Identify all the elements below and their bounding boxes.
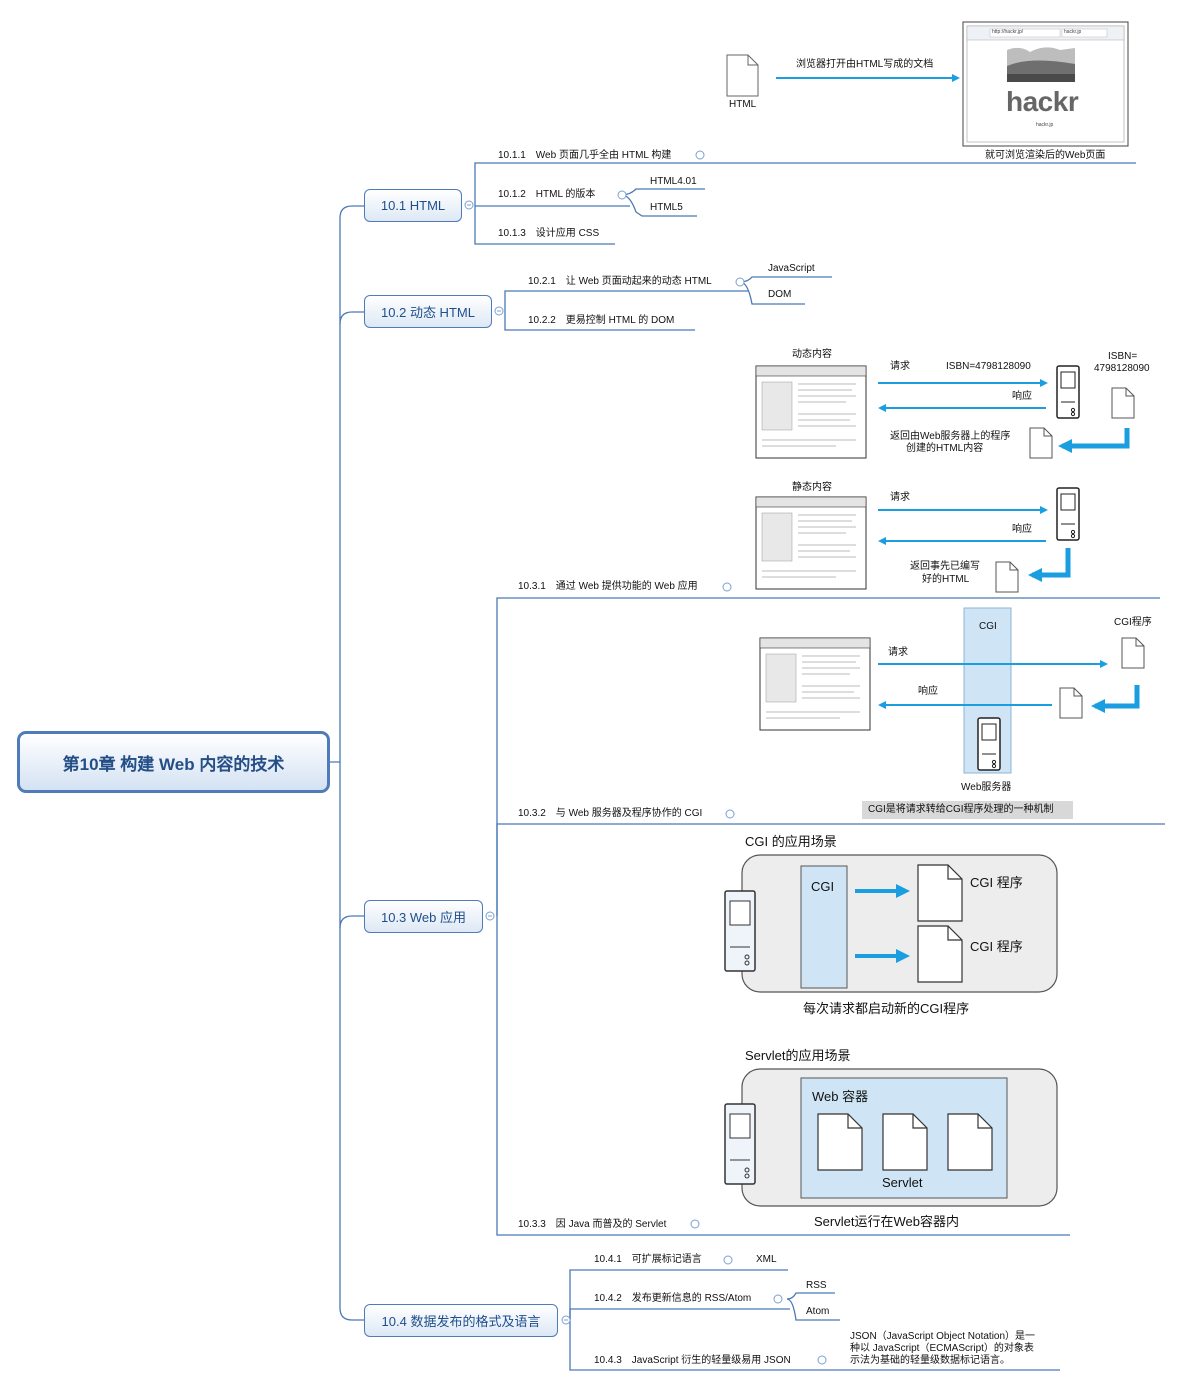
servlet-scene-title: Servlet的应用场景	[745, 1048, 851, 1063]
cgi-caption: CGI是将请求转给CGI程序处理的一种机制	[868, 804, 1054, 815]
leaf-javascript[interactable]: JavaScript	[768, 263, 815, 274]
static-note-line-2: 好的HTML	[922, 574, 970, 585]
html-doc-label: HTML	[729, 99, 757, 110]
section-10-1[interactable]: 10.1 HTML	[364, 189, 462, 222]
static-content-title: 静态内容	[792, 482, 832, 493]
leaf-dom[interactable]: DOM	[768, 289, 792, 300]
leaf-rss[interactable]: RSS	[806, 1280, 827, 1291]
subtopic-10-3-1[interactable]: 10.3.1 通过 Web 提供功能的 Web 应用	[518, 581, 698, 592]
dynamic-content-title: 动态内容	[792, 349, 832, 360]
leaf-atom[interactable]: Atom	[806, 1306, 830, 1317]
open-html-label: 浏览器打开由HTML写成的文档	[796, 59, 934, 70]
static-note-line-1: 返回事先已编写	[910, 561, 980, 572]
subtopic-10-4-1[interactable]: 10.4.1 可扩展标记语言	[594, 1254, 702, 1265]
static-response-label: 响应	[1012, 524, 1032, 535]
servlet-label: Servlet	[882, 1175, 923, 1190]
isbn-doc-line-2: 4798128090	[1094, 363, 1150, 374]
static-request-label: 请求	[890, 492, 910, 503]
leaf-html401[interactable]: HTML4.01	[650, 176, 697, 187]
hackr-site: hackr.jp	[1036, 122, 1054, 128]
subtopic-10-4-2[interactable]: 10.4.2 发布更新信息的 RSS/Atom	[594, 1293, 752, 1304]
subtopic-10-1-1[interactable]: 10.1.1 Web 页面几乎全由 HTML 构建	[498, 150, 672, 161]
root-topic[interactable]: 第10章 构建 Web 内容的技术	[17, 731, 330, 793]
section-10-2[interactable]: 10.2 动态 HTML	[364, 295, 492, 328]
leaf-html5[interactable]: HTML5	[650, 202, 683, 213]
section-10-4[interactable]: 10.4 数据发布的格式及语言	[364, 1304, 558, 1337]
cgi-response-label: 响应	[918, 686, 938, 697]
dynamic-response-label: 响应	[1012, 391, 1032, 402]
cgi-program-label: CGI程序	[1114, 617, 1152, 628]
browser-tab: hackr.jp	[1064, 29, 1082, 35]
cgi-scene-caption: 每次请求都启动新的CGI程序	[803, 1001, 970, 1016]
json-note-line-3: 示法为基础的轻量级数据标记语言。	[850, 1355, 1010, 1366]
subtopic-10-3-2[interactable]: 10.3.2 与 Web 服务器及程序协作的 CGI	[518, 808, 703, 819]
rendered-page-caption: 就可浏览渲染后的Web页面	[985, 150, 1106, 161]
dynamic-note-line-2: 创建的HTML内容	[906, 443, 984, 454]
html-document-icon	[726, 54, 759, 97]
web-server-label: Web服务器	[961, 782, 1012, 793]
subtopic-10-2-1[interactable]: 10.2.1 让 Web 页面动起来的动态 HTML	[528, 276, 712, 287]
browser-url: http://hackr.jp/	[992, 29, 1024, 35]
section-10-3[interactable]: 10.3 Web 应用	[364, 900, 483, 933]
dynamic-request-label: 请求	[890, 361, 910, 372]
hackr-logo: hackr	[1006, 86, 1079, 117]
cgi-scene-program-1: CGI 程序	[970, 875, 1023, 890]
cgi-scene-cgi-label: CGI	[811, 879, 835, 894]
cgi-scene-title: CGI 的应用场景	[745, 834, 837, 849]
servlet-scene-caption: Servlet运行在Web容器内	[814, 1214, 959, 1229]
json-note-line-2: 种以 JavaScript（ECMAScript）的对象表	[850, 1343, 1034, 1354]
isbn-query: ISBN=4798128090	[946, 361, 1031, 372]
json-note-line-1: JSON（JavaScript Object Notation）是一	[850, 1331, 1036, 1342]
leaf-xml[interactable]: XML	[756, 1254, 777, 1265]
browser-window	[962, 21, 1129, 147]
subtopic-10-2-2[interactable]: 10.2.2 更易控制 HTML 的 DOM	[528, 315, 675, 326]
cgi-layer-label: CGI	[979, 621, 997, 632]
cgi-scene-program-2: CGI 程序	[970, 939, 1023, 954]
web-container-label: Web 容器	[812, 1089, 869, 1104]
dynamic-note-line-1: 返回由Web服务器上的程序	[890, 431, 1011, 442]
subtopic-10-1-2[interactable]: 10.1.2 HTML 的版本	[498, 189, 596, 200]
subtopic-10-4-3[interactable]: 10.4.3 JavaScript 衍生的轻量级易用 JSON	[594, 1355, 791, 1366]
isbn-doc-line-1: ISBN=	[1108, 351, 1138, 362]
cgi-request-label: 请求	[888, 647, 908, 658]
subtopic-10-3-3[interactable]: 10.3.3 因 Java 而普及的 Servlet	[518, 1219, 667, 1230]
subtopic-10-1-3[interactable]: 10.1.3 设计应用 CSS	[498, 228, 600, 239]
